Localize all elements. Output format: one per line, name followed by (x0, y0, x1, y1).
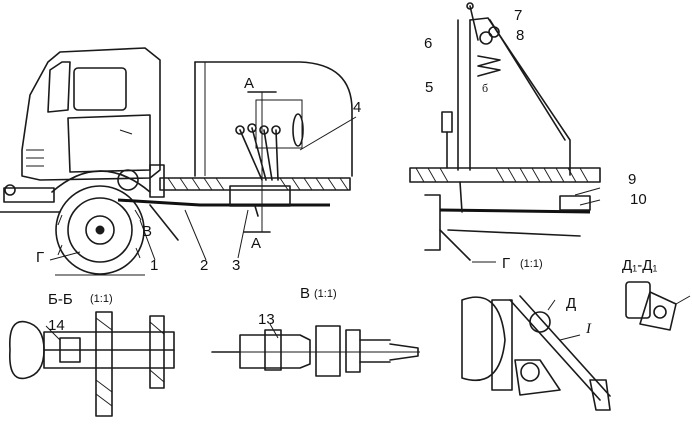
label-14: 14 (48, 317, 65, 334)
label-g-mark: Г (36, 249, 45, 266)
view-v-scale: (1:1) (314, 288, 337, 300)
section-bb-title: Б-Б (48, 291, 73, 308)
label-6: 6 (424, 35, 433, 52)
label-8: 8 (516, 27, 525, 44)
label-13: 13 (258, 311, 275, 328)
label-a-top: A (244, 75, 255, 92)
label-9: 9 (628, 171, 637, 188)
view-g-scale: (1:1) (520, 258, 543, 270)
label-10: 10 (630, 191, 647, 208)
section-dd-title: Д₁-Д₁ (622, 257, 658, 274)
label-roman-one: I (586, 321, 591, 337)
view-g-title: Г (502, 255, 511, 272)
view-g (461, 295, 611, 411)
side-section-view: б (409, 2, 601, 263)
label-4: 4 (353, 99, 362, 116)
label-3: 3 (232, 257, 241, 274)
label-d-mark: Д (566, 295, 577, 312)
truck-side-view (0, 47, 357, 276)
view-v-title: В (300, 285, 311, 302)
label-1: 1 (150, 257, 159, 274)
section-dd (625, 281, 691, 331)
label-7: 7 (514, 7, 523, 24)
label-5: 5 (425, 79, 434, 96)
label-a-bottom: A (251, 235, 262, 252)
label-b-mark: B (142, 223, 153, 240)
section-bb (9, 311, 175, 417)
label-2: 2 (200, 257, 209, 274)
section-bb-scale: (1:1) (90, 293, 113, 305)
svg-text:б: б (482, 81, 488, 95)
view-v (211, 323, 420, 377)
